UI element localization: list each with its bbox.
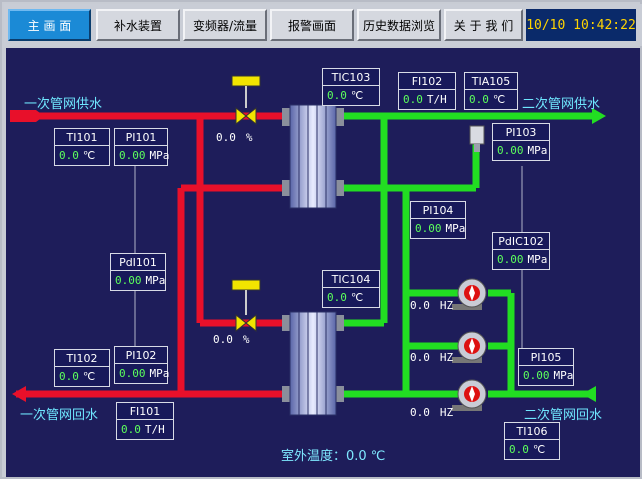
nav-main-screen-button[interactable]: 主 画 面 [8, 9, 91, 41]
secondary-cold-pipes [344, 112, 596, 398]
primary-return-label: 一次管网回水 [20, 408, 99, 423]
pipe-network [10, 75, 606, 416]
leader-lines [134, 166, 523, 350]
nav-history-button[interactable]: 历史数据浏览 [357, 9, 441, 41]
instrument-TIC104[interactable]: TIC104 0.0℃ [322, 270, 380, 308]
instrument-TI101[interactable]: TI101 0.0℃ [54, 128, 110, 166]
instrument-TIA105[interactable]: TIA105 0.0℃ [464, 72, 518, 110]
pump-2-icon [452, 331, 487, 363]
flow-arrows [10, 108, 606, 402]
heat-exchanger-2 [282, 311, 344, 416]
process-diagram: 一次管网供水 一次管网回水 二次管网供水 二次管网回水 室外温度：0.0 ℃ 0… [6, 48, 640, 477]
instrument-TIC103[interactable]: TIC103 0.0℃ [322, 68, 380, 106]
primary-supply-label: 一次管网供水 [24, 97, 103, 112]
nav-alarm-button[interactable]: 报警画面 [270, 9, 354, 41]
datetime-display: 10/10 10:42:22 [526, 9, 636, 41]
secondary-supply-label: 二次管网供水 [522, 97, 601, 112]
valve-1-opening: 0.0% [216, 131, 253, 144]
instrument-TI106[interactable]: TI106 0.0℃ [504, 422, 560, 460]
outdoor-temperature: 室外温度：0.0 ℃ [281, 449, 386, 464]
nav-about-button[interactable]: 关 于 我 们 [444, 9, 523, 41]
secondary-return-label: 二次管网回水 [524, 408, 603, 423]
toolbar: 主 画 面 补水装置 变频器/流量 报警画面 历史数据浏览 关 于 我 们 10… [4, 4, 642, 46]
control-valve-1-icon [231, 75, 261, 126]
instrument-TI102[interactable]: TI102 0.0℃ [54, 349, 110, 387]
nav-water-makeup-button[interactable]: 补水装置 [96, 9, 180, 41]
pump-3-icon [452, 379, 487, 411]
control-valve-2-icon [231, 279, 261, 333]
heat-exchanger-1 [282, 104, 344, 209]
strainer-icon [469, 125, 485, 152]
valve-2-opening: 0.0% [213, 333, 250, 346]
pump-1-icon [452, 278, 487, 310]
nav-inverter-flow-button[interactable]: 变频器/流量 [183, 9, 267, 41]
